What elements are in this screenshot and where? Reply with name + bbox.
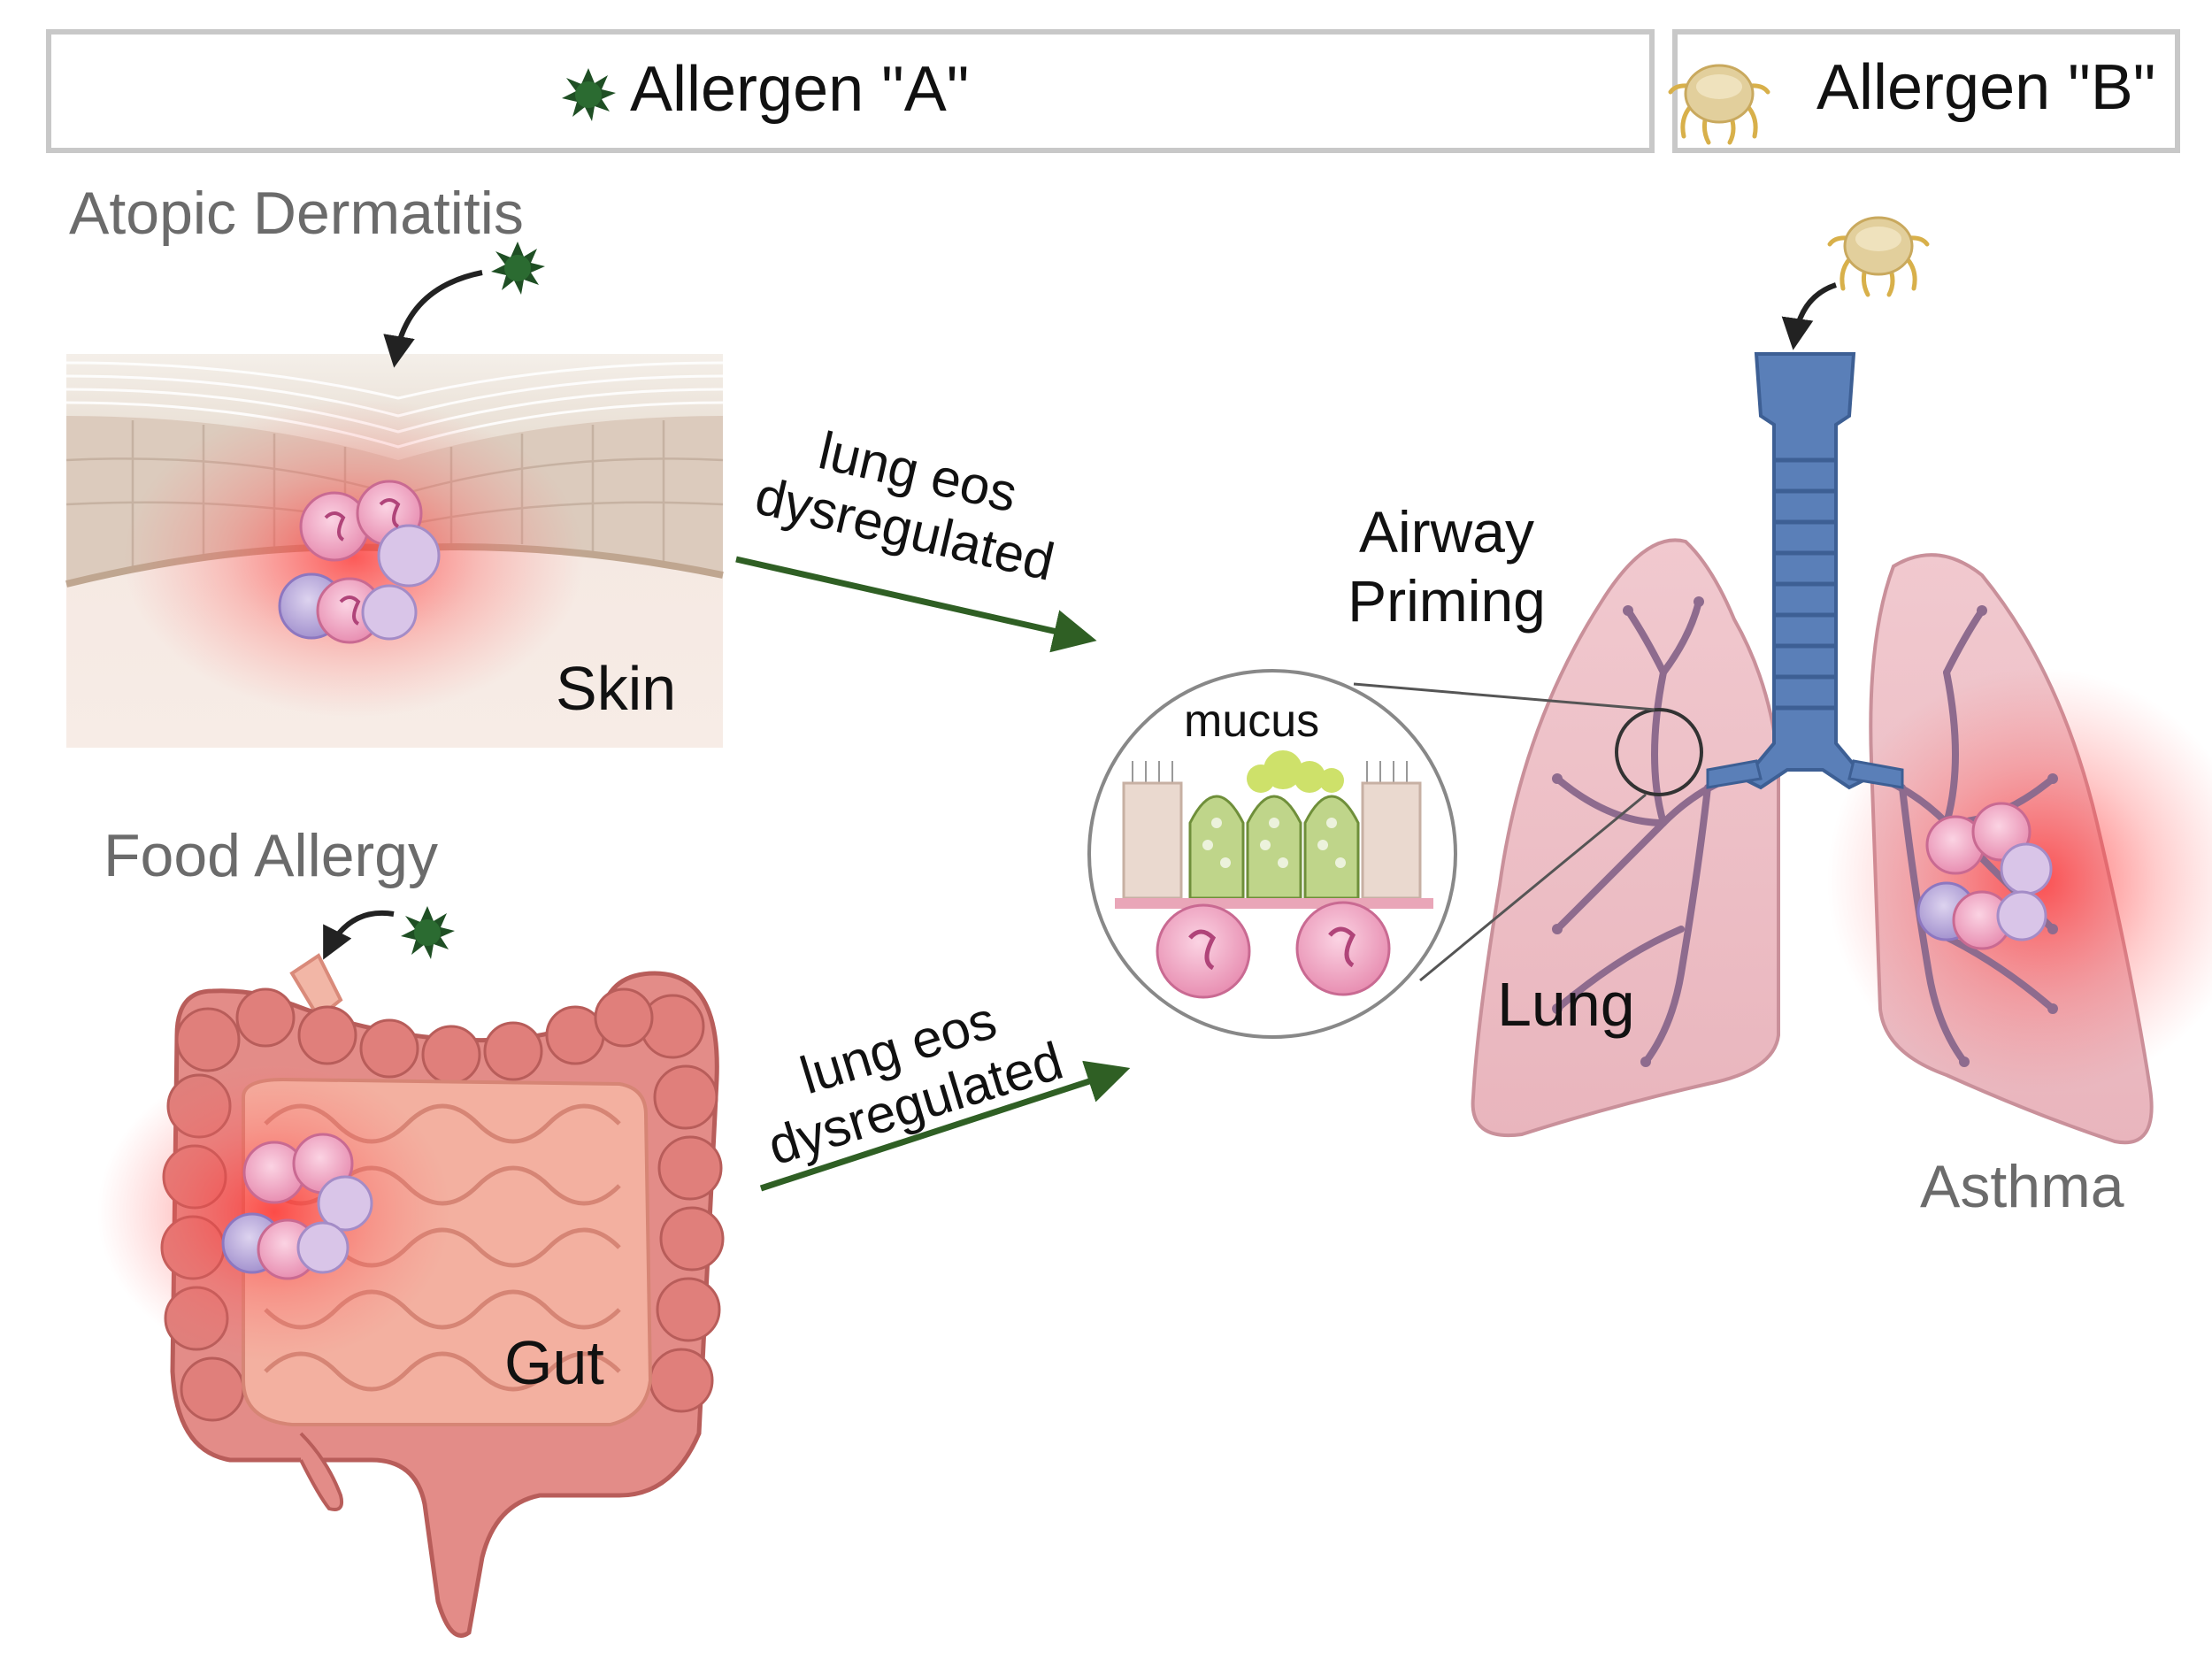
skin-label: Skin	[556, 654, 677, 723]
allergen-b-header-box	[1672, 29, 2180, 153]
skin-illustration	[65, 354, 724, 748]
dust-mite-icon	[1668, 64, 1770, 145]
skin-to-lung-arrow[interactable]	[735, 556, 1097, 653]
lung-eosinophil-cluster	[1916, 802, 2053, 950]
gut-illustration	[97, 953, 725, 1638]
asthma-label: Asthma	[1920, 1153, 2124, 1220]
mucus-label: mucus	[1184, 695, 1320, 747]
atopic-dermatitis-label: Atopic Dermatitis	[69, 180, 524, 247]
allergen-b-label: Allergen "B"	[1816, 52, 2156, 123]
skin-eosinophil-cluster	[278, 480, 441, 644]
allergen-a-header-box	[46, 29, 1655, 153]
allergen-a-icon	[491, 242, 545, 295]
gut-eosinophil-cluster	[221, 1133, 373, 1280]
airway-priming-line1: Airway	[1358, 499, 1535, 565]
magnifier-source-circle	[1615, 708, 1703, 796]
gut-label: Gut	[504, 1328, 604, 1397]
allergen-a-label: Allergen "A"	[630, 54, 970, 125]
gut-exposure-arrow	[323, 910, 395, 960]
airway-epithelium-inset	[1087, 669, 1457, 1039]
food-allergy-label: Food Allergy	[104, 822, 438, 889]
gut-to-lung-arrow[interactable]	[759, 1060, 1131, 1192]
allergen-a-icon	[401, 906, 455, 959]
lung-label: Lung	[1497, 970, 1635, 1039]
dust-mite-icon	[1827, 216, 1930, 297]
airway-priming-label: Airway Priming	[1327, 497, 1566, 635]
airway-priming-line2: Priming	[1348, 568, 1546, 634]
lung-exposure-arrow	[1781, 282, 1838, 350]
allergen-a-icon	[562, 68, 616, 121]
lung-illustration	[1353, 352, 2212, 1145]
skin-exposure-arrow	[383, 270, 483, 368]
